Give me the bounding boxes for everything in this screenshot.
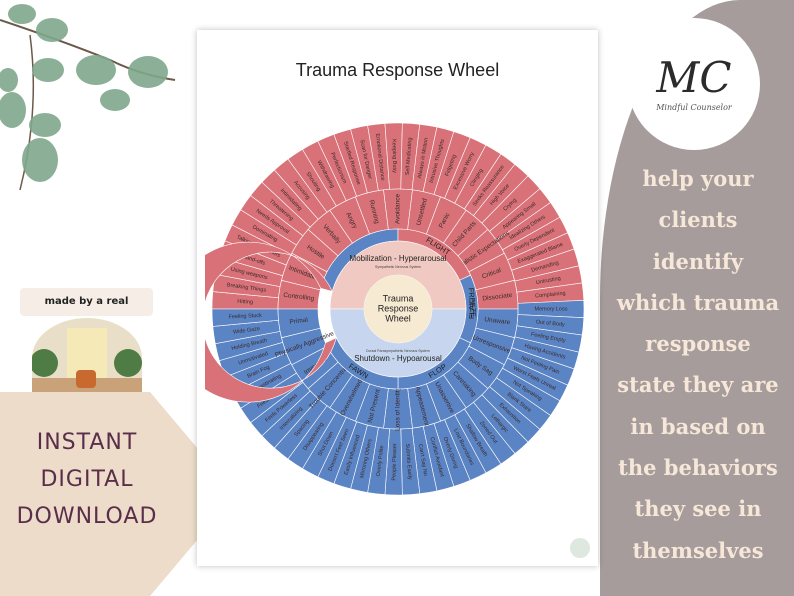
outer-label: Complaining (535, 291, 566, 300)
outer-label: Submits Easily (404, 443, 413, 480)
instant-download-text: INSTANT DIGITAL DOWNLOAD (0, 424, 174, 535)
outer-label: Emotional Distance (374, 133, 386, 181)
inner-label: Dissociate (482, 292, 513, 303)
tagline-line: response (645, 331, 751, 357)
lower-arousal-sublabel: Dorsal Parasympathetic Nervous System (366, 349, 430, 353)
instant-download-banner (0, 392, 236, 596)
poster: Trauma Response Wheel Hitting Breaking Th… (197, 30, 598, 566)
instant-line: INSTANT (36, 430, 138, 455)
logo-name: Mindful Counselor (656, 102, 732, 112)
instant-line: DOWNLOAD (16, 504, 158, 529)
poster-title: Trauma Response Wheel (295, 60, 500, 80)
outer-label: Memory Loss (534, 306, 567, 312)
outer-label: Self-Medicating (405, 137, 414, 175)
tagline-line: themselves (632, 537, 764, 563)
center-label: Wheel (385, 313, 411, 323)
outer-label: Overly Polite (376, 445, 386, 477)
inner-label: Primal (289, 317, 309, 326)
center-label: Trauma (383, 293, 414, 303)
logo-monogram: MC (656, 52, 732, 102)
outer-label: Feeling Stuck (228, 313, 262, 321)
made-by-badge: made by a real counselor (20, 288, 153, 335)
upper-arousal-label: Mobilization - Hyperarousal (350, 254, 447, 263)
center-label: Response (378, 303, 419, 313)
inner-segment (277, 308, 321, 339)
inner-label: Avoidance (395, 194, 402, 225)
state-label: FLAIL (467, 299, 476, 319)
outer-label: Hitting (237, 299, 253, 306)
inner-label: Loss of Identity (395, 386, 402, 430)
tagline-line: state they are (617, 372, 779, 398)
outer-label: Keeping Busy (391, 139, 398, 173)
tagline-line: help your (642, 166, 754, 191)
outer-label: Breaking Things (226, 282, 266, 294)
outer-label: Can't Say No (417, 444, 428, 477)
lower-arousal-label: Shutdown - Hypoarousal (354, 354, 442, 363)
outer-label: People Pleaser (391, 443, 398, 481)
footer-logo-icon (570, 538, 590, 558)
tagline-line: which trauma (616, 289, 780, 315)
outer-label: Out of Body (536, 319, 566, 328)
tagline-line: the behaviors (618, 455, 778, 481)
room-illustration-image (32, 318, 142, 406)
state-label: FREEZE (466, 287, 478, 317)
tagline-line: identify (652, 248, 744, 274)
outer-label: Untrusting (536, 276, 562, 287)
inner-label: Controlling (283, 292, 315, 303)
outer-label: Wide Gaze (233, 326, 261, 336)
brand-logo: MC Mindful Counselor (628, 18, 760, 150)
inner-label: Unaware (484, 316, 511, 326)
state-segment (205, 241, 337, 403)
instant-line: DIGITAL (40, 467, 134, 492)
tagline-line: in based on (630, 413, 766, 439)
wheel-center (364, 275, 432, 343)
tagline-line: clients (658, 207, 738, 233)
tagline-line: they see in (634, 496, 762, 522)
eucalyptus-leaves-image (0, 4, 176, 191)
upper-arousal-sublabel: Sympathetic Nervous System (375, 265, 421, 269)
tagline: help your clients identify which trauma … (602, 158, 794, 571)
